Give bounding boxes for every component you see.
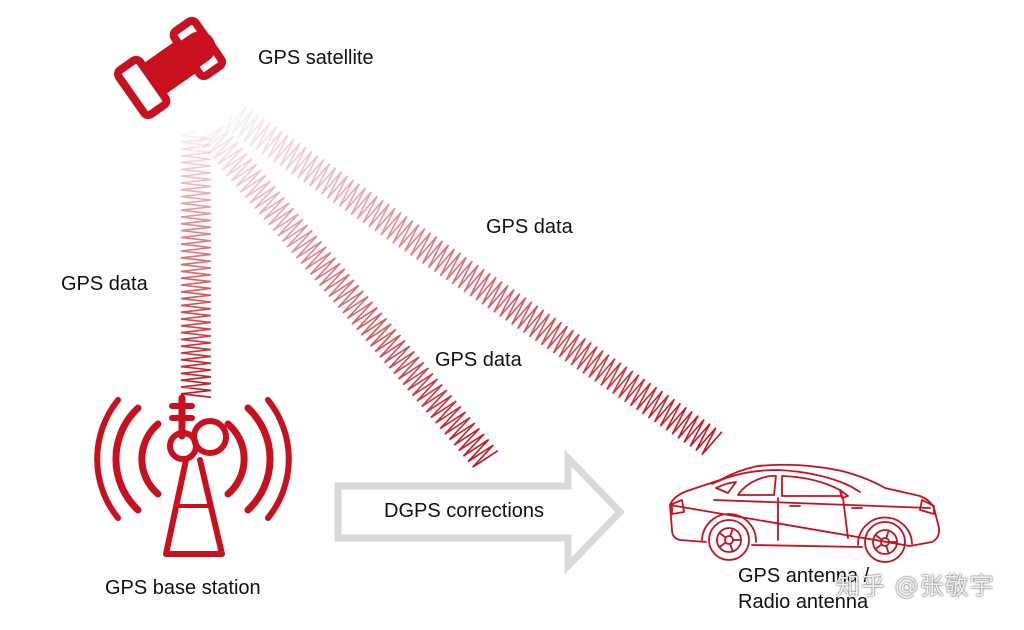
- signal-wave-to-car-upper: [225, 106, 723, 456]
- gps-data-label-left: GPS data: [61, 273, 148, 295]
- watermark: 知乎 @张敬宇: [836, 572, 995, 600]
- wheel-spoke: [874, 543, 883, 550]
- wheel-spoke: [885, 529, 890, 540]
- signal-wave-to-base-station: [180, 131, 212, 398]
- satellite-icon: [113, 16, 227, 120]
- wheel-spoke: [874, 534, 883, 541]
- signal-wave-to-car-lower: [198, 125, 499, 468]
- dgps-corrections-label: DGPS corrections: [384, 500, 545, 522]
- car-antenna-label-line1: GPS antenna /: [738, 565, 870, 587]
- arrow-right-icon: [334, 449, 625, 575]
- wheel-spoke: [885, 544, 890, 555]
- wheel-spoke: [718, 532, 727, 539]
- satellite-label: GPS satellite: [258, 47, 374, 69]
- wheel-spoke: [729, 527, 734, 538]
- gps-data-label-upper: GPS data: [486, 216, 573, 238]
- gps-data-label-middle: GPS data: [435, 349, 522, 371]
- wheel-spoke: [729, 542, 734, 553]
- car-icon: [669, 463, 941, 563]
- radio-tower-icon: [94, 394, 292, 557]
- wheel-spoke: [718, 541, 727, 548]
- base-station-label: GPS base station: [105, 577, 261, 599]
- car-antenna-label-line2: Radio antenna: [738, 591, 869, 613]
